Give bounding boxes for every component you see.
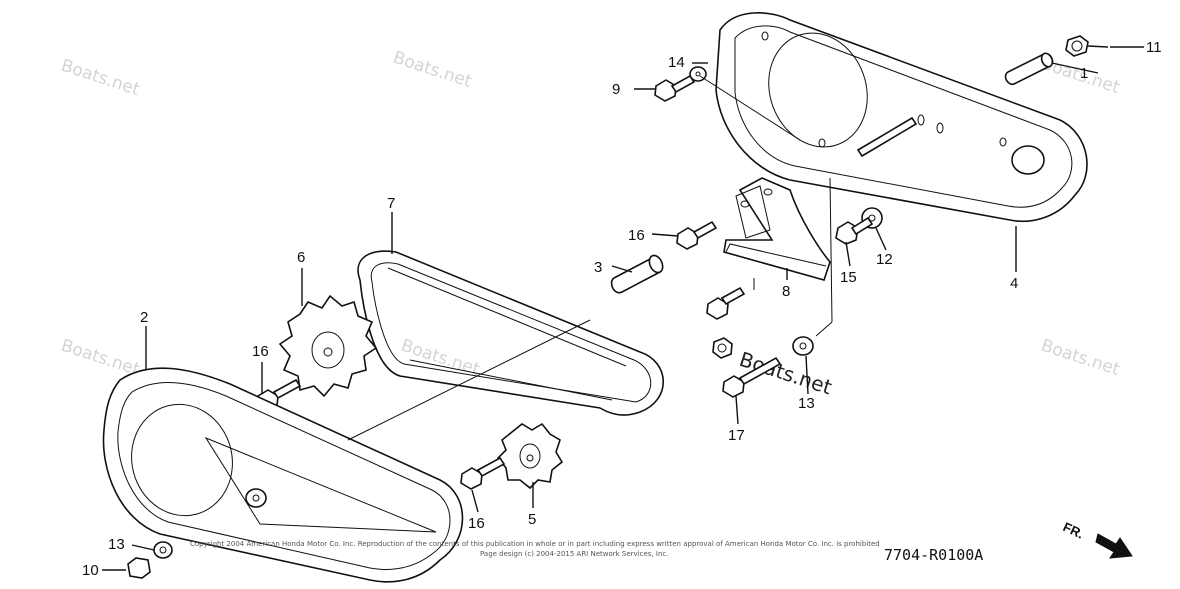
flange-bolt[interactable] bbox=[835, 216, 874, 245]
flange-bolt[interactable] bbox=[706, 286, 746, 320]
direction-label: FR. bbox=[1061, 519, 1086, 541]
callout-1[interactable]: 1 bbox=[1080, 65, 1088, 82]
callout-6[interactable]: 6 bbox=[297, 249, 305, 266]
callout-4[interactable]: 4 bbox=[1010, 275, 1018, 292]
callout-9[interactable]: 9 bbox=[612, 81, 620, 98]
callout-14[interactable]: 14 bbox=[668, 54, 685, 71]
flange-bolt[interactable] bbox=[654, 74, 696, 102]
callout-16[interactable]: 16 bbox=[468, 515, 485, 532]
watermark: Boats.net bbox=[58, 56, 142, 100]
arrow-icon bbox=[1095, 533, 1133, 559]
callout-16[interactable]: 16 bbox=[628, 227, 645, 244]
copyright-line: Page design (c) 2004-2015 ARI Network Se… bbox=[480, 550, 668, 558]
drive-sprocket[interactable] bbox=[496, 422, 564, 490]
callout-7[interactable]: 7 bbox=[387, 195, 395, 212]
callout-5[interactable]: 5 bbox=[528, 511, 536, 528]
watermark: Boats.net bbox=[58, 336, 142, 380]
watermark: Boats.net bbox=[390, 48, 474, 92]
flange-bolt[interactable] bbox=[460, 456, 506, 490]
stud-bolt[interactable] bbox=[856, 116, 918, 158]
drive-chain[interactable] bbox=[357, 250, 664, 416]
callout-13[interactable]: 13 bbox=[798, 395, 815, 412]
callout-11[interactable]: 11 bbox=[1146, 39, 1162, 56]
collar-pipe[interactable] bbox=[1004, 52, 1055, 86]
chain-case-bracket[interactable] bbox=[723, 177, 831, 281]
callout-12[interactable]: 12 bbox=[876, 251, 893, 268]
driven-sprocket[interactable] bbox=[278, 294, 378, 398]
callout-8[interactable]: 8 bbox=[782, 283, 790, 300]
callout-10[interactable]: 10 bbox=[82, 562, 99, 579]
cap-nut[interactable] bbox=[127, 557, 151, 579]
copyright-notice: Copyright 2004 American Honda Motor Co. … bbox=[190, 540, 880, 558]
flange-bolt[interactable] bbox=[676, 220, 718, 250]
watermark: Boats.net bbox=[398, 336, 482, 380]
leader-lines bbox=[102, 45, 1144, 571]
collar[interactable] bbox=[610, 253, 666, 294]
callout-16[interactable]: 16 bbox=[252, 343, 269, 360]
callout-13[interactable]: 13 bbox=[108, 536, 125, 553]
callout-2[interactable]: 2 bbox=[140, 309, 148, 326]
diagram-code: 7704-R0100A bbox=[884, 546, 983, 564]
copyright-line: Copyright 2004 American Honda Motor Co. … bbox=[190, 540, 880, 548]
callout-15[interactable]: 15 bbox=[840, 269, 857, 286]
washer[interactable] bbox=[792, 336, 814, 356]
rear-chain-case[interactable] bbox=[715, 12, 1088, 222]
cap-nut[interactable] bbox=[1065, 35, 1089, 57]
hex-nut[interactable] bbox=[712, 337, 733, 359]
flange-bolt[interactable] bbox=[722, 356, 782, 398]
callouts: 1 2 3 4 5 6 7 8 9 10 11 12 13 13 14 15 1… bbox=[82, 39, 1162, 579]
washer[interactable] bbox=[153, 541, 173, 559]
front-chain-case[interactable] bbox=[102, 367, 464, 583]
watermark: Boats.net bbox=[1038, 336, 1122, 380]
callout-17[interactable]: 17 bbox=[728, 427, 745, 444]
front-direction-indicator: FR. bbox=[1061, 519, 1133, 559]
callout-3[interactable]: 3 bbox=[594, 259, 602, 276]
